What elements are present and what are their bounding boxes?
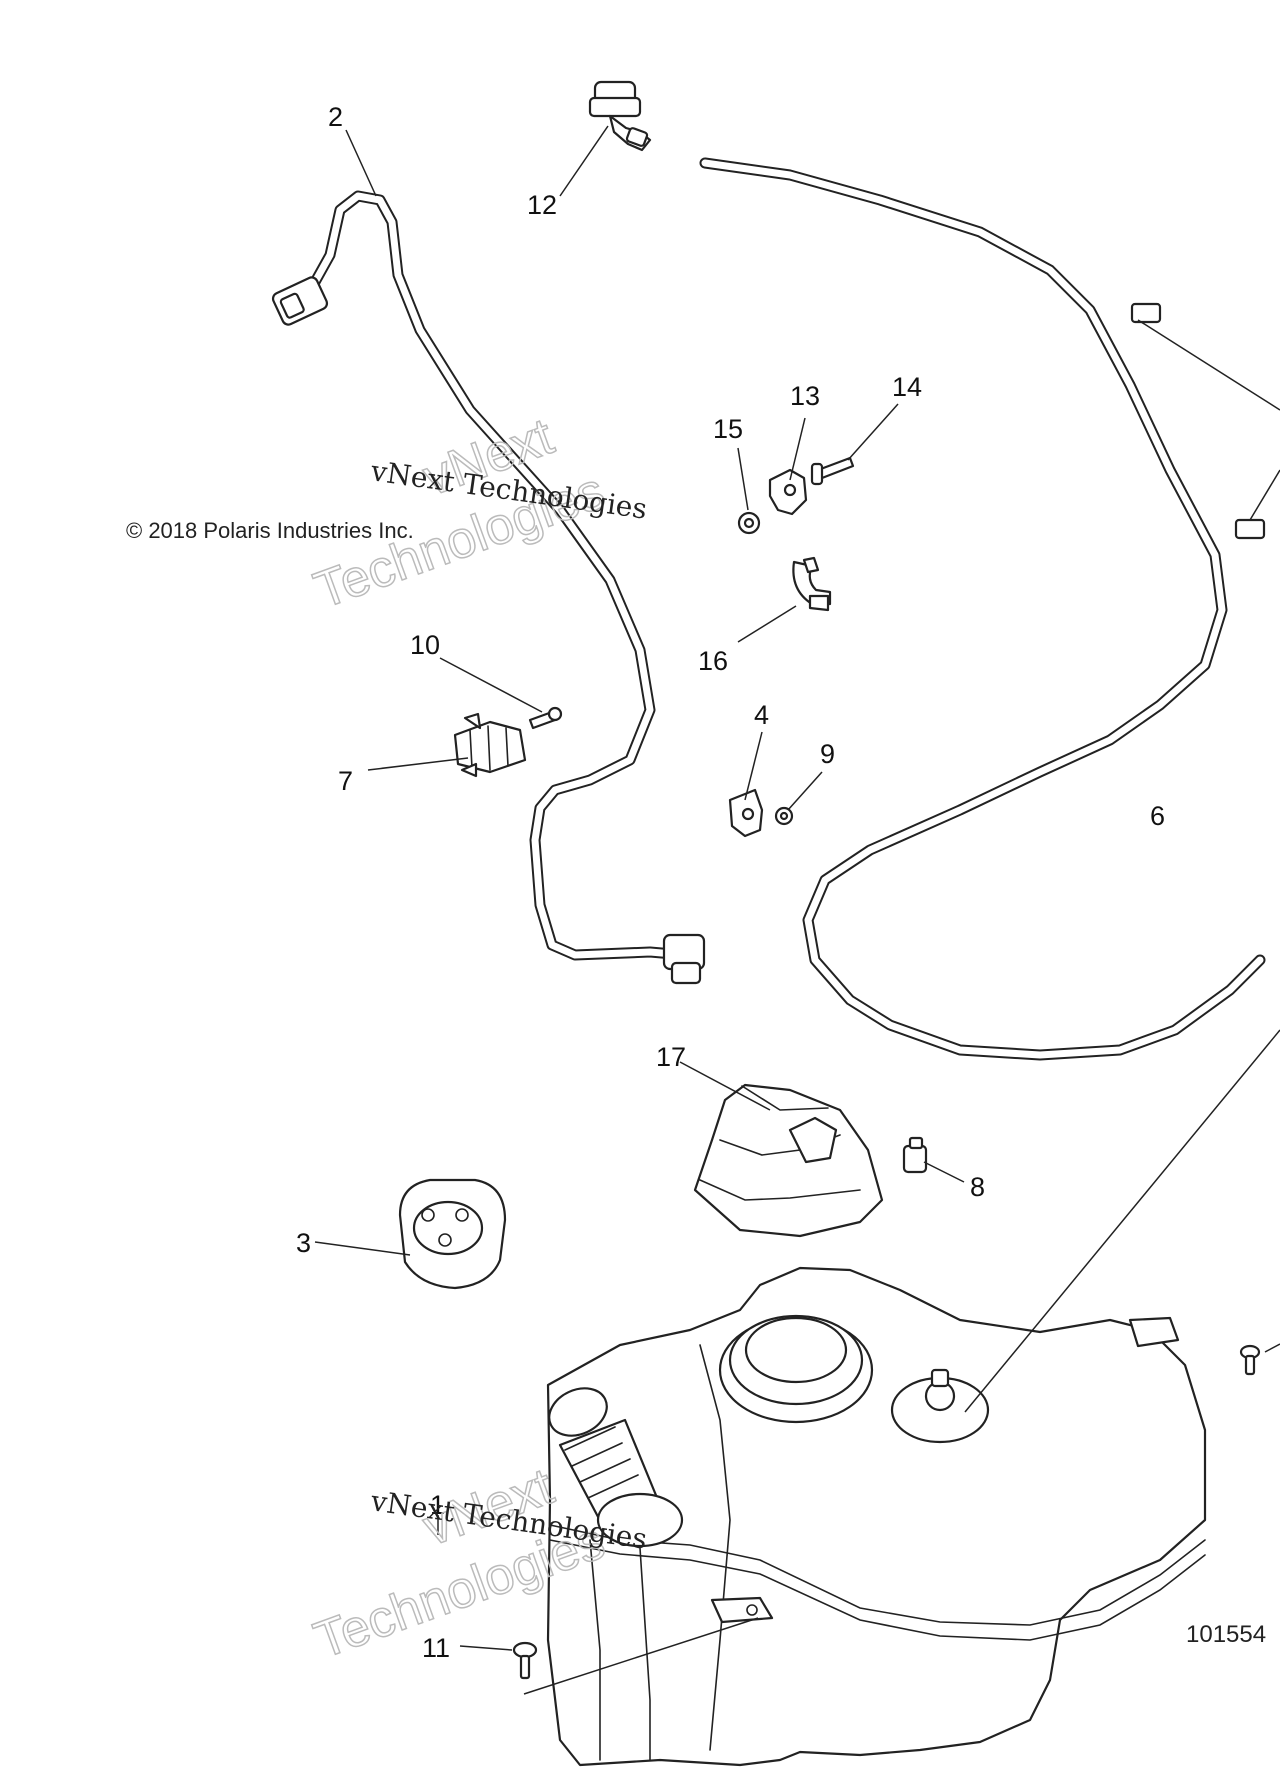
callout-9: 9 (820, 739, 835, 769)
callout-10: 10 (410, 630, 440, 660)
callout-2: 2 (328, 102, 343, 132)
callout-11: 11 (422, 1633, 450, 1663)
watermark-top: vNext Technologies vNext Technologies (306, 407, 649, 621)
edge-screw-right (1239, 1344, 1261, 1376)
callout-3: 3 (296, 1228, 311, 1258)
copyright-notice: © 2018 Polaris Industries Inc. (126, 518, 414, 543)
callout-4: 4 (754, 700, 769, 730)
leader-lines (314, 125, 1280, 1695)
bolt-part-10 (528, 706, 563, 730)
screw-part-11 (512, 1641, 538, 1680)
bracket-part-7 (453, 712, 527, 778)
valve-part-12 (588, 80, 652, 152)
hose-elbow-icon (662, 933, 706, 985)
screw-part-9 (774, 806, 794, 826)
figure-number: 101554 (1186, 1621, 1266, 1648)
callout-12: 12 (527, 190, 557, 220)
cap-part-3 (398, 1178, 507, 1290)
nut-part-15 (737, 511, 761, 535)
cover-part-17 (693, 1083, 884, 1238)
fuel-tank-part-1 (546, 1266, 1207, 1767)
clip-part-8 (902, 1136, 928, 1174)
callout-1: 1 (430, 1490, 445, 1520)
hose-part-6 (699, 157, 1266, 1061)
callout-14: 14 (892, 372, 922, 402)
clamp-part-4 (728, 788, 764, 838)
callout-7: 7 (338, 766, 353, 796)
edge-clip-upper (1130, 302, 1266, 540)
hose-connector-icon (271, 276, 329, 326)
callout-6: 6 (1150, 801, 1165, 831)
hose-part-2 (271, 190, 706, 985)
clip-part-16 (792, 556, 832, 612)
callout-numbers: 2 12 13 14 15 16 4 9 6 10 7 17 8 3 1 11 (296, 102, 1165, 1663)
callout-17: 17 (656, 1042, 686, 1072)
clamp-part-13 (768, 468, 808, 516)
callout-8: 8 (970, 1172, 985, 1202)
callout-15: 15 (713, 414, 743, 444)
callout-13: 13 (790, 381, 820, 411)
bolt-part-14 (810, 456, 855, 486)
callout-16: 16 (698, 646, 728, 676)
